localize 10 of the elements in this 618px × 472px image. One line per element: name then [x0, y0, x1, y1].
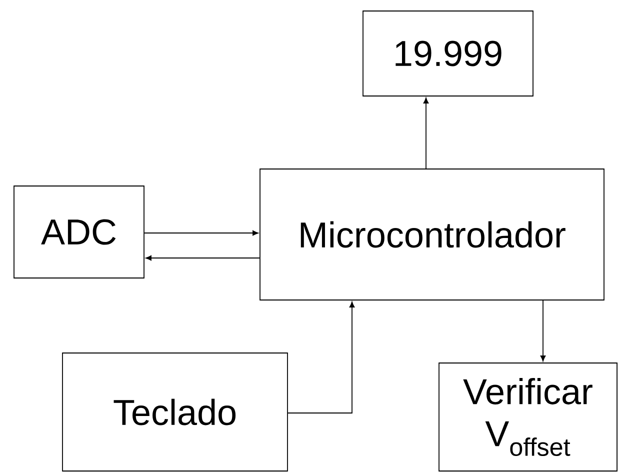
block-box: Verificar V$_{offset}$	[438, 362, 618, 472]
arrow	[144, 230, 258, 236]
block-box: 19.999	[362, 10, 534, 96]
block-box: Teclado	[62, 352, 288, 472]
arrow	[423, 98, 429, 169]
block-box: Microcontrolador	[260, 168, 604, 300]
block-box: ADC	[14, 186, 144, 278]
arrow	[288, 302, 355, 414]
arrow	[146, 255, 260, 261]
arrow	[540, 300, 546, 362]
